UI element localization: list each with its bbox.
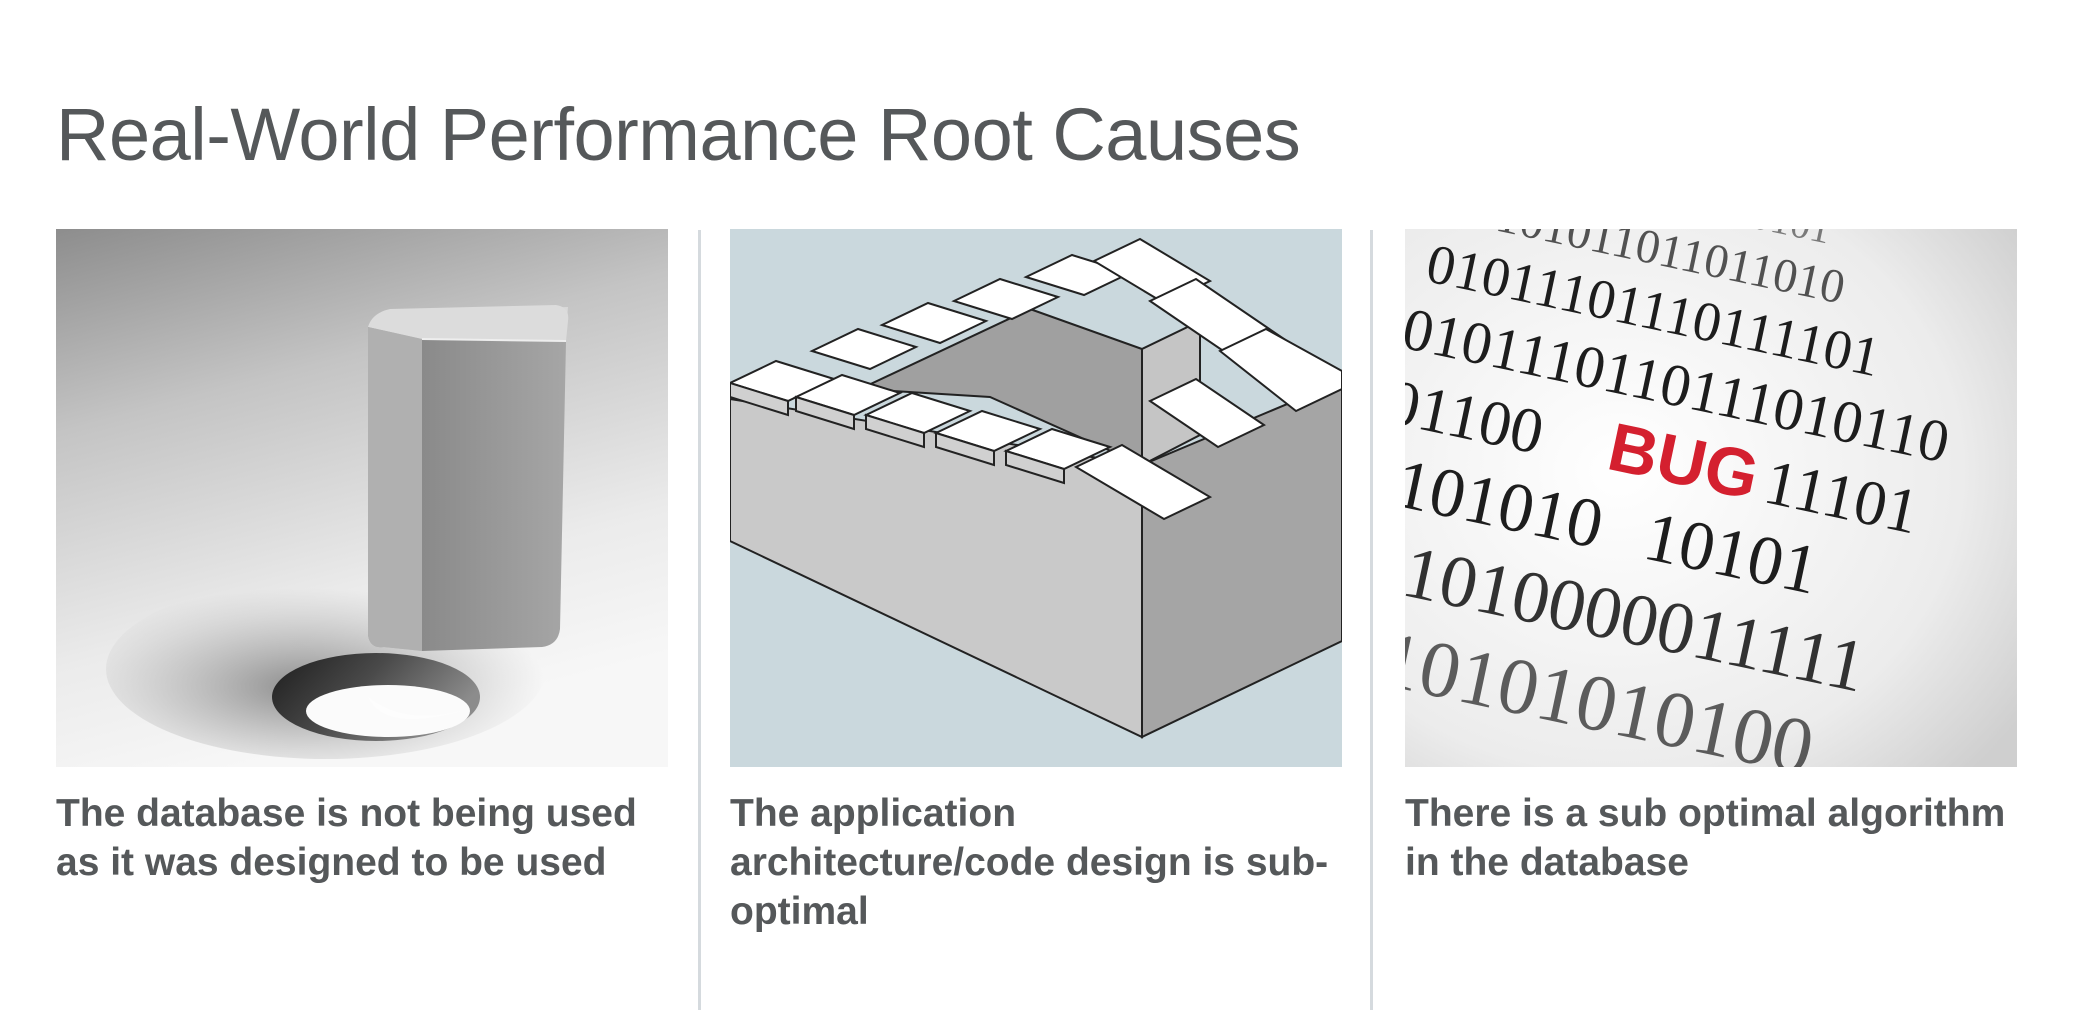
panel-algorithm: 0110101100001010101 10101011011011010 01… — [1405, 229, 2017, 887]
panel-architecture: The application architecture/code design… — [730, 229, 1342, 936]
column-divider — [1370, 230, 1373, 1010]
panel-caption: The application architecture/code design… — [730, 792, 1329, 933]
floating-block-over-hole-icon — [56, 229, 668, 767]
panel-caption: The database is not being used as it was… — [56, 792, 637, 884]
impossible-staircase-icon — [730, 229, 1342, 767]
panel-caption: There is a sub optimal algorithm in the … — [1405, 792, 2006, 884]
slide-title: Real-World Performance Root Causes — [56, 93, 1301, 176]
binary-bug-icon: 0110101100001010101 10101011011011010 01… — [1405, 229, 2017, 767]
panel-database-misuse: The database is not being used as it was… — [56, 229, 668, 887]
column-divider — [698, 230, 701, 1010]
